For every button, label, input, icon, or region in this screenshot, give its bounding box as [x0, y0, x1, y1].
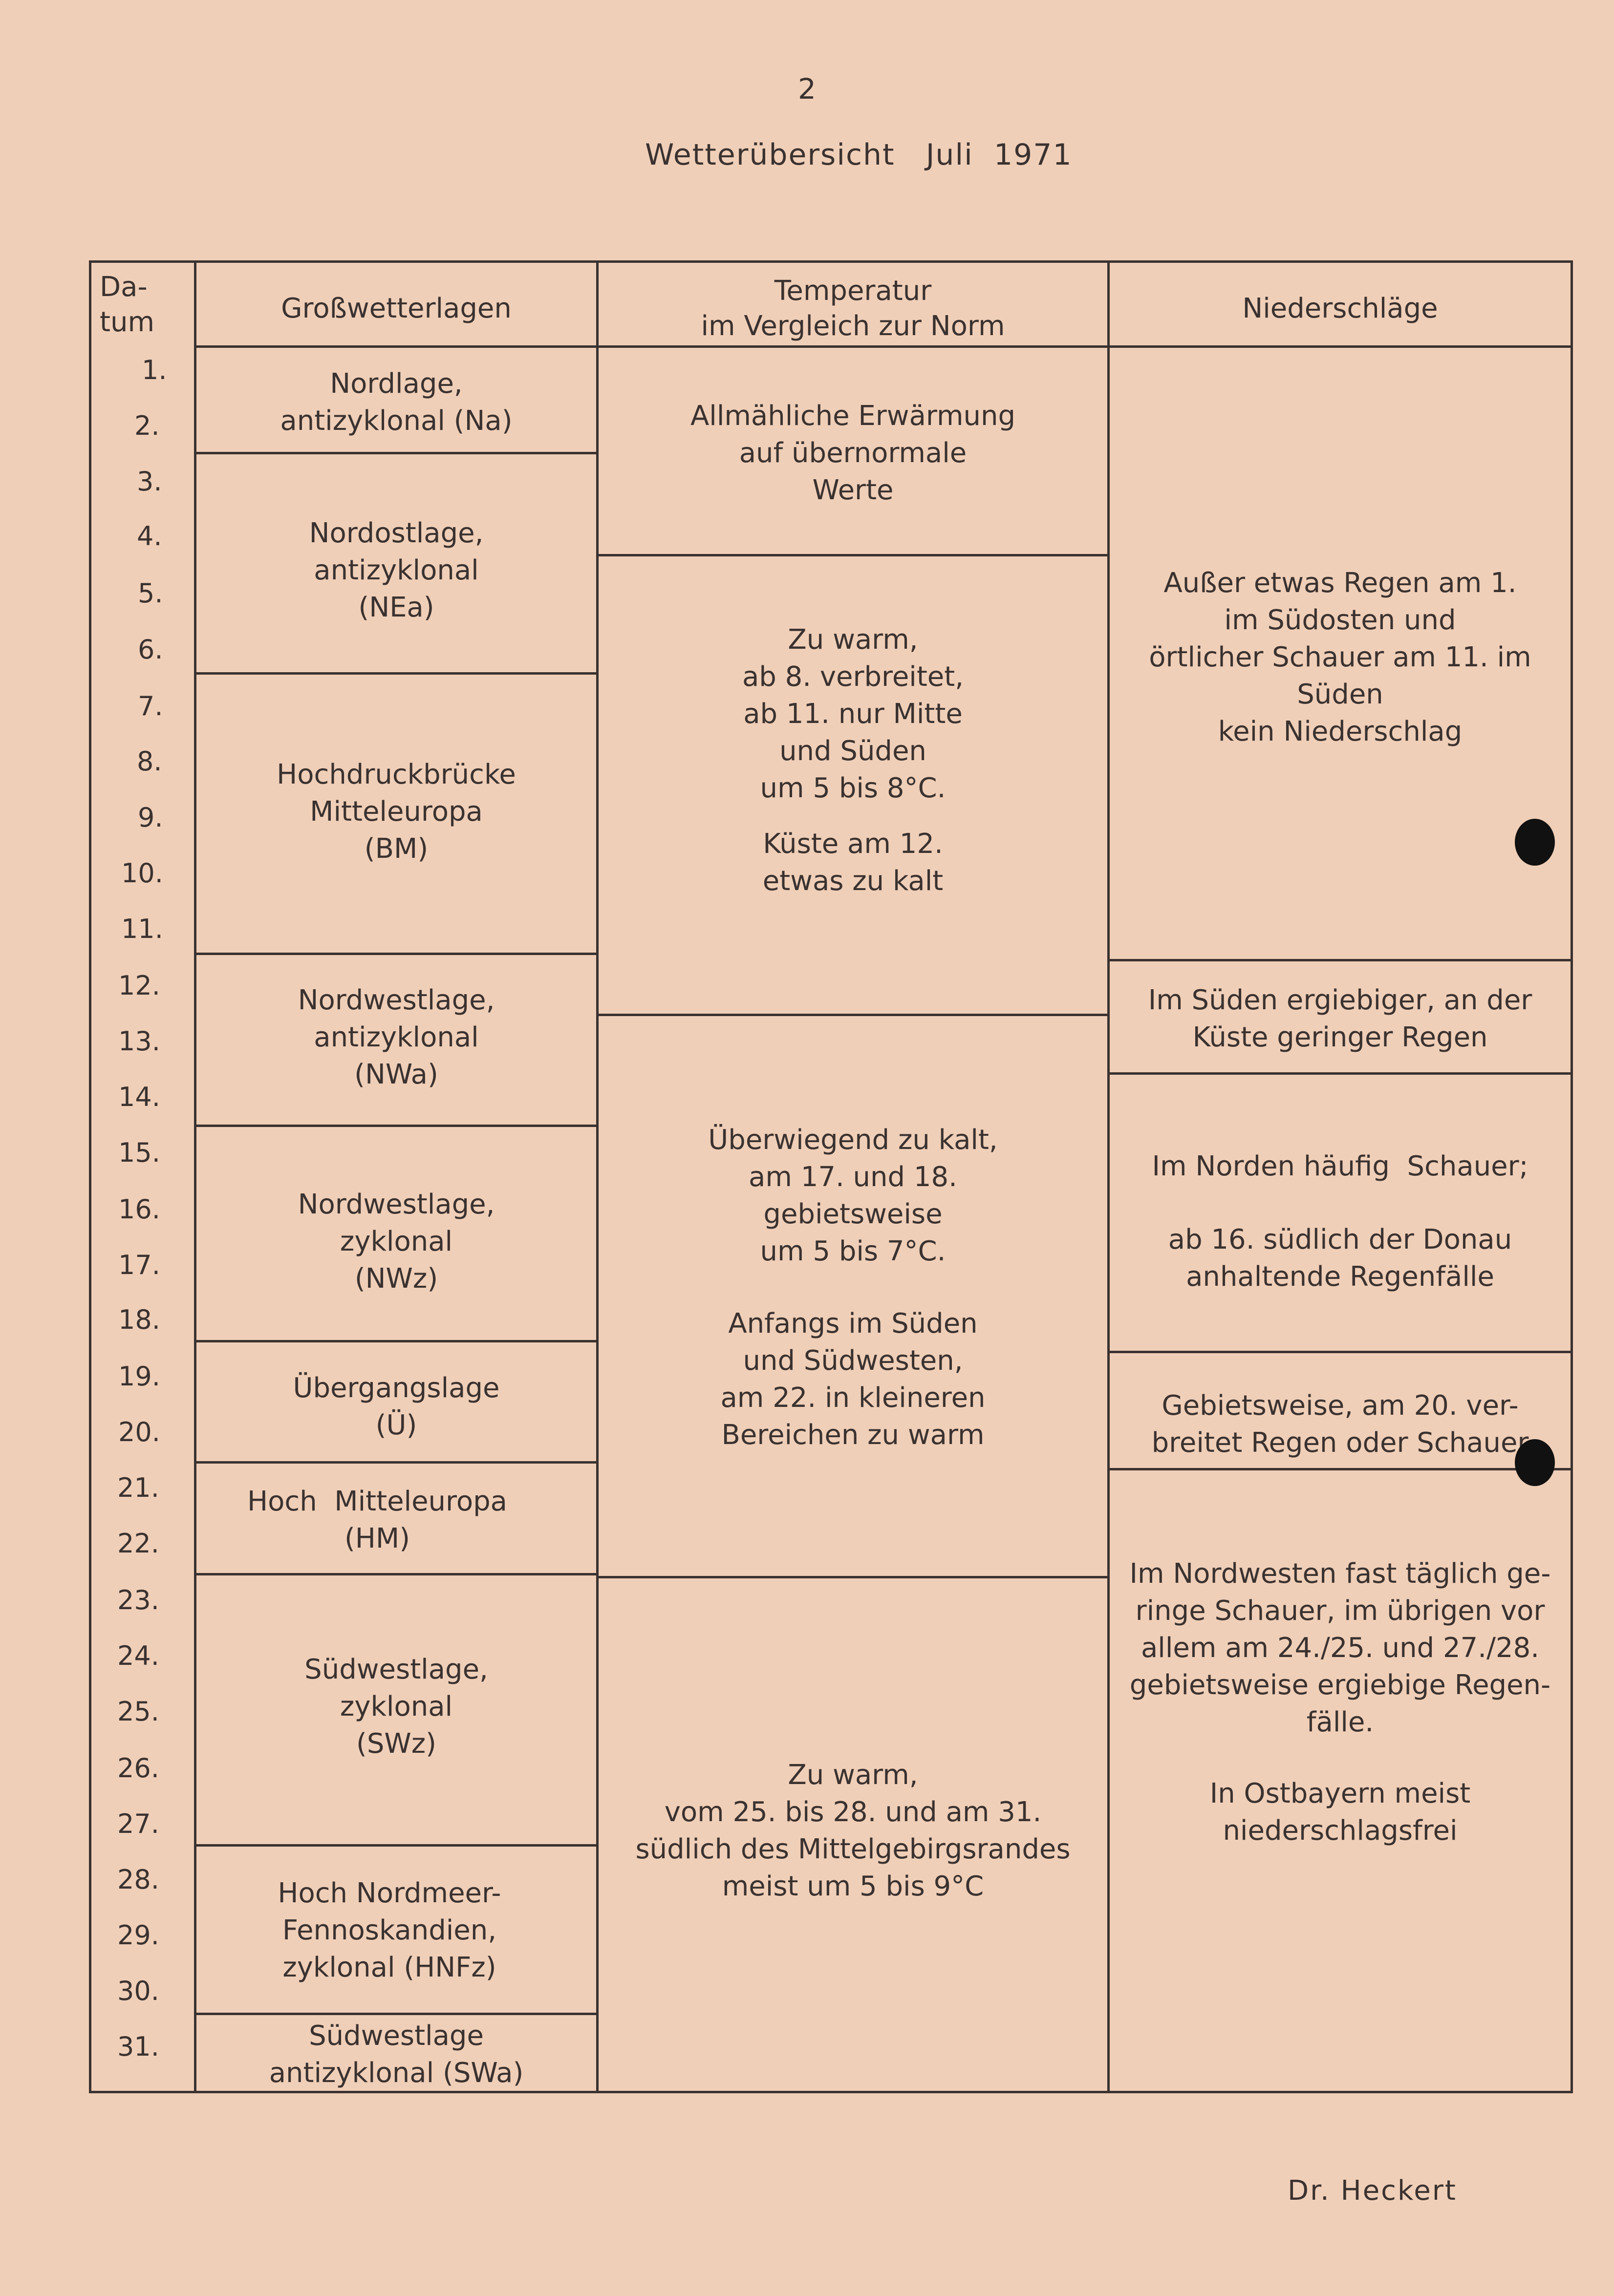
page-title: Wetterübersicht Juli 1971	[645, 138, 1073, 172]
precipitation-cell: Im Norden häufig Schauer; ab 16. südlich…	[1152, 1150, 1528, 1293]
punch-hole	[1515, 819, 1555, 866]
day-number: 16.	[118, 1194, 160, 1225]
weather-pattern-cell: Nordwestlage, antizyklonal (NWa)	[298, 984, 495, 1090]
day-number: 14.	[118, 1082, 160, 1112]
temperature-cell: Zu warm, ab 8. verbreitet, ab 11. nur Mi…	[742, 624, 964, 897]
day-number: 31.	[117, 2031, 159, 2062]
day-number: 29.	[117, 1920, 159, 1951]
weather-pattern-cell: Nordostlage, antizyklonal (NEa)	[309, 517, 484, 623]
header-grosswetterlagen: Großwetterlagen	[281, 293, 512, 324]
precipitation-cell: Im Nordwesten fast täglich ge- ringe Sch…	[1129, 1558, 1551, 1847]
day-number: 2.	[134, 410, 160, 441]
weather-pattern-cell: Hoch Nordmeer- Fennoskandien, zyklonal (…	[278, 1877, 501, 1983]
weather-pattern-cell: Hoch Mitteleuropa (HM)	[247, 1486, 507, 1554]
weather-pattern-cell: Südwestlage antizyklonal (SWa)	[269, 2020, 524, 2089]
day-number: 12.	[118, 970, 160, 1001]
day-number: 7.	[138, 691, 163, 722]
punch-hole	[1515, 1439, 1555, 1486]
day-number: 3.	[137, 466, 162, 497]
day-number: 23.	[117, 1585, 159, 1616]
day-number: 22.	[117, 1528, 159, 1559]
temperature-cell: Allmähliche Erwärmung auf übernormale We…	[690, 400, 1016, 506]
header-niederschlaege: Niederschläge	[1242, 293, 1438, 324]
day-number: 5.	[138, 578, 163, 609]
header-datum: Da- tum	[100, 271, 154, 338]
day-number: 20.	[118, 1417, 160, 1447]
day-number: 26.	[117, 1753, 159, 1784]
signature: Dr. Heckert	[1288, 2175, 1457, 2207]
day-number: 13.	[118, 1026, 160, 1057]
day-number: 8.	[137, 746, 162, 777]
day-number: 17.	[118, 1250, 160, 1280]
day-number: 28.	[117, 1864, 159, 1895]
day-number: 15.	[118, 1137, 160, 1168]
page-number: 2	[798, 72, 816, 106]
day-number: 27.	[117, 1808, 159, 1839]
weather-pattern-cell: Nordwestlage, zyklonal (NWz)	[298, 1189, 495, 1295]
day-number: 6.	[138, 634, 163, 665]
day-number: 9.	[138, 802, 163, 833]
temperature-cell: Überwiegend zu kalt, am 17. und 18. gebi…	[708, 1124, 998, 1451]
precipitation-cell: Gebietsweise, am 20. ver- breitet Regen …	[1151, 1390, 1529, 1459]
temperature-cell: Zu warm, vom 25. bis 28. und am 31. südl…	[635, 1759, 1071, 1902]
day-number: 30.	[117, 1976, 159, 2006]
day-number: 24.	[117, 1640, 159, 1671]
day-number: 10.	[121, 858, 163, 889]
precipitation-cell: Im Süden ergiebiger, an der Küste gering…	[1148, 984, 1532, 1053]
weather-pattern-cell: Nordlage, antizyklonal (Na)	[280, 368, 513, 437]
day-number: 11.	[121, 914, 163, 944]
day-number: 21.	[117, 1472, 159, 1503]
weather-pattern-cell: Südwestlage, zyklonal (SWz)	[304, 1654, 488, 1760]
day-number: 1.	[142, 355, 167, 385]
weather-pattern-cell: Hochdruckbrücke Mitteleuropa (BM)	[277, 759, 516, 865]
day-number: 25.	[117, 1696, 159, 1727]
day-number: 19.	[118, 1361, 160, 1392]
day-number: 4.	[137, 521, 162, 552]
precipitation-cell: Außer etwas Regen am 1. im Südosten und …	[1149, 567, 1531, 747]
header-temperatur: Temperatur im Vergleich zur Norm	[701, 275, 1005, 342]
day-number: 18.	[118, 1304, 160, 1335]
weather-pattern-cell: Übergangslage (Ü)	[293, 1372, 500, 1441]
